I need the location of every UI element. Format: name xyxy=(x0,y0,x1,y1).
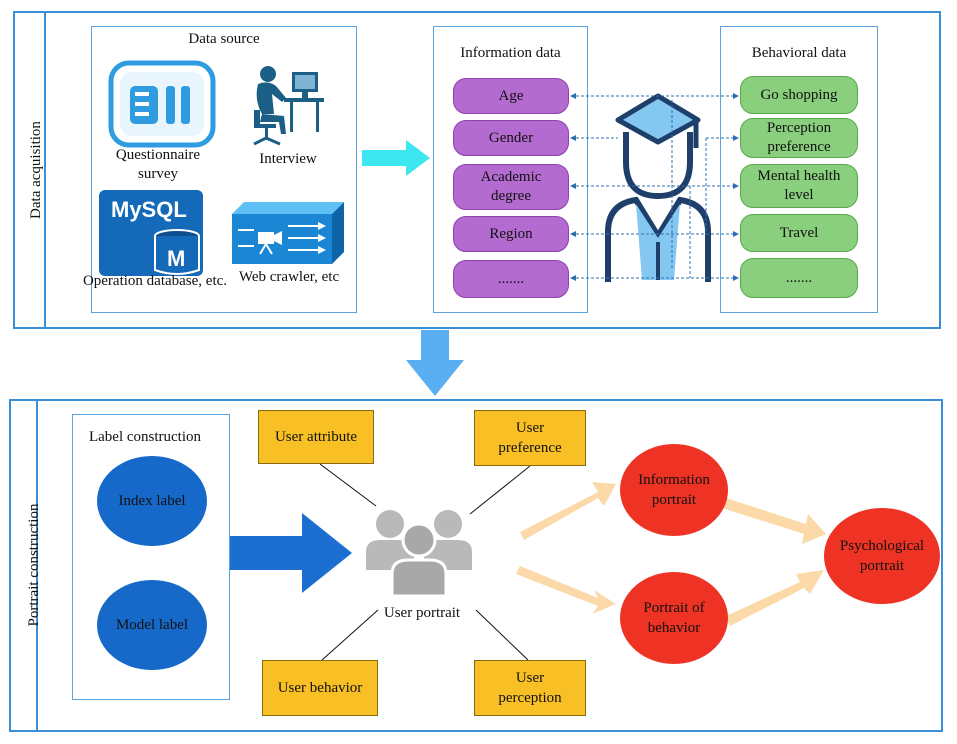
database-label: Operation database, etc. xyxy=(82,273,228,289)
user-perception-box: User perception xyxy=(474,660,586,716)
behavior-portrait-circle: Portrait of behavior xyxy=(620,572,728,664)
data-acquisition-frame xyxy=(13,11,941,329)
svg-text:M: M xyxy=(167,246,185,271)
blue-right-arrow xyxy=(230,513,352,593)
information-data-title: Information data xyxy=(460,45,561,61)
behavior-item-travel: Travel xyxy=(740,214,858,252)
psychological-portrait-circle: Psychological portrait xyxy=(824,508,940,604)
index-label-circle: Index label xyxy=(97,456,207,546)
svg-text:MySQL: MySQL xyxy=(111,197,187,222)
user-attribute-box: User attribute xyxy=(258,410,374,464)
data-source-title: Data source xyxy=(188,31,260,47)
user-group-icon xyxy=(366,510,472,598)
info-item-gender: Gender xyxy=(453,120,569,156)
behavior-item-more: ....... xyxy=(740,258,858,298)
info-item-academic-degree: Academic degree xyxy=(453,164,569,210)
behavior-item-perception-preference: Perception preference xyxy=(740,118,858,158)
questionnaire-icon xyxy=(108,60,216,148)
user-preference-box: User preference xyxy=(474,410,586,466)
user-behavior-box: User behavior xyxy=(262,660,378,716)
interview-label: Interview xyxy=(259,151,317,167)
cyan-arrow xyxy=(362,140,430,176)
label-construction-title: Label construction xyxy=(88,429,202,445)
mysql-database-icon: MySQL M xyxy=(99,190,203,276)
web-crawler-label: Web crawler, etc xyxy=(238,269,340,285)
arrow-to-behavior-portrait xyxy=(516,566,616,614)
portrait-construction-divider xyxy=(36,400,38,731)
arrow-to-psychological-from-behavior xyxy=(726,570,824,626)
data-acquisition-divider xyxy=(44,12,46,328)
user-portrait-label: User portrait xyxy=(383,605,461,621)
questionnaire-label: Questionnaire survey xyxy=(115,147,201,182)
section-down-arrow xyxy=(406,330,464,396)
info-item-region: Region xyxy=(453,216,569,252)
portrait-construction-frame xyxy=(9,399,943,732)
info-item-more: ....... xyxy=(453,260,569,298)
behavior-item-go-shopping: Go shopping xyxy=(740,76,858,114)
behavioral-data-title: Behavioral data xyxy=(751,45,847,61)
web-crawler-icon xyxy=(232,202,344,264)
arrow-to-information-portrait xyxy=(520,482,616,540)
person-at-computer-icon xyxy=(253,66,324,146)
behavior-item-mental-health-level: Mental health level xyxy=(740,164,858,208)
info-item-age: Age xyxy=(453,78,569,114)
information-portrait-circle: Information portrait xyxy=(620,444,728,536)
arrow-to-psychological-from-info xyxy=(722,498,826,544)
model-label-circle: Model label xyxy=(97,580,207,670)
